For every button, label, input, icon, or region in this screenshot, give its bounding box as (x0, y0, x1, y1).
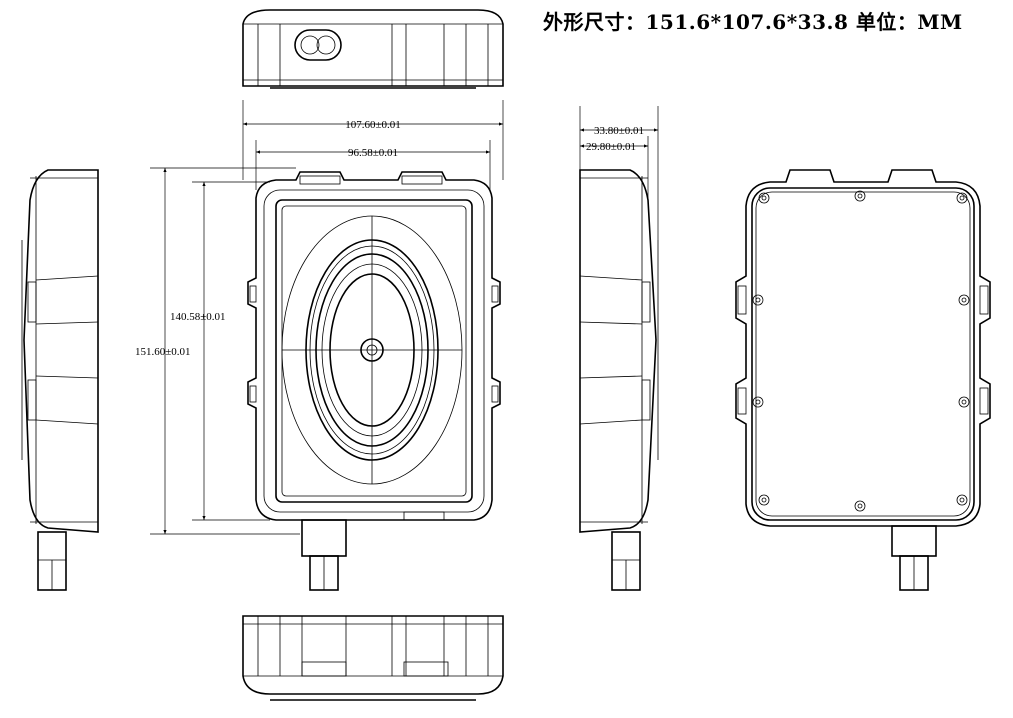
dimension-label-depth-outer: 33.80±0.01 (594, 125, 644, 137)
back-view (735, 169, 991, 591)
dimension-width-outer: 107.60±0.01 (242, 100, 504, 180)
bottom-view (242, 615, 504, 701)
front-view (247, 171, 501, 591)
dimension-height-outer: 151.60±0.01 (135, 167, 300, 535)
left-side-view (21, 169, 99, 591)
dimension-depth-inner: 29.80±0.01 (580, 136, 649, 200)
dimension-label-width-inner: 96.58±0.01 (348, 147, 398, 159)
dimension-label-height-inner: 140.58±0.01 (170, 311, 226, 323)
drawing-title: 外形尺寸：151.6*107.6*33.8 单位：MM (543, 10, 963, 34)
dimension-height-inner: 140.58±0.01 (170, 181, 270, 521)
dimension-depth-outer: 33.80±0.01 (579, 106, 659, 240)
dimension-width-inner: 96.58±0.01 (255, 140, 491, 190)
dimension-label-width-outer: 107.60±0.01 (345, 119, 401, 131)
screw-holes (752, 190, 970, 512)
dimension-label-depth-inner: 29.80±0.01 (586, 141, 636, 153)
right-side-view (579, 169, 659, 591)
top-view (242, 9, 504, 89)
dimension-label-height-outer: 151.60±0.01 (135, 346, 191, 358)
